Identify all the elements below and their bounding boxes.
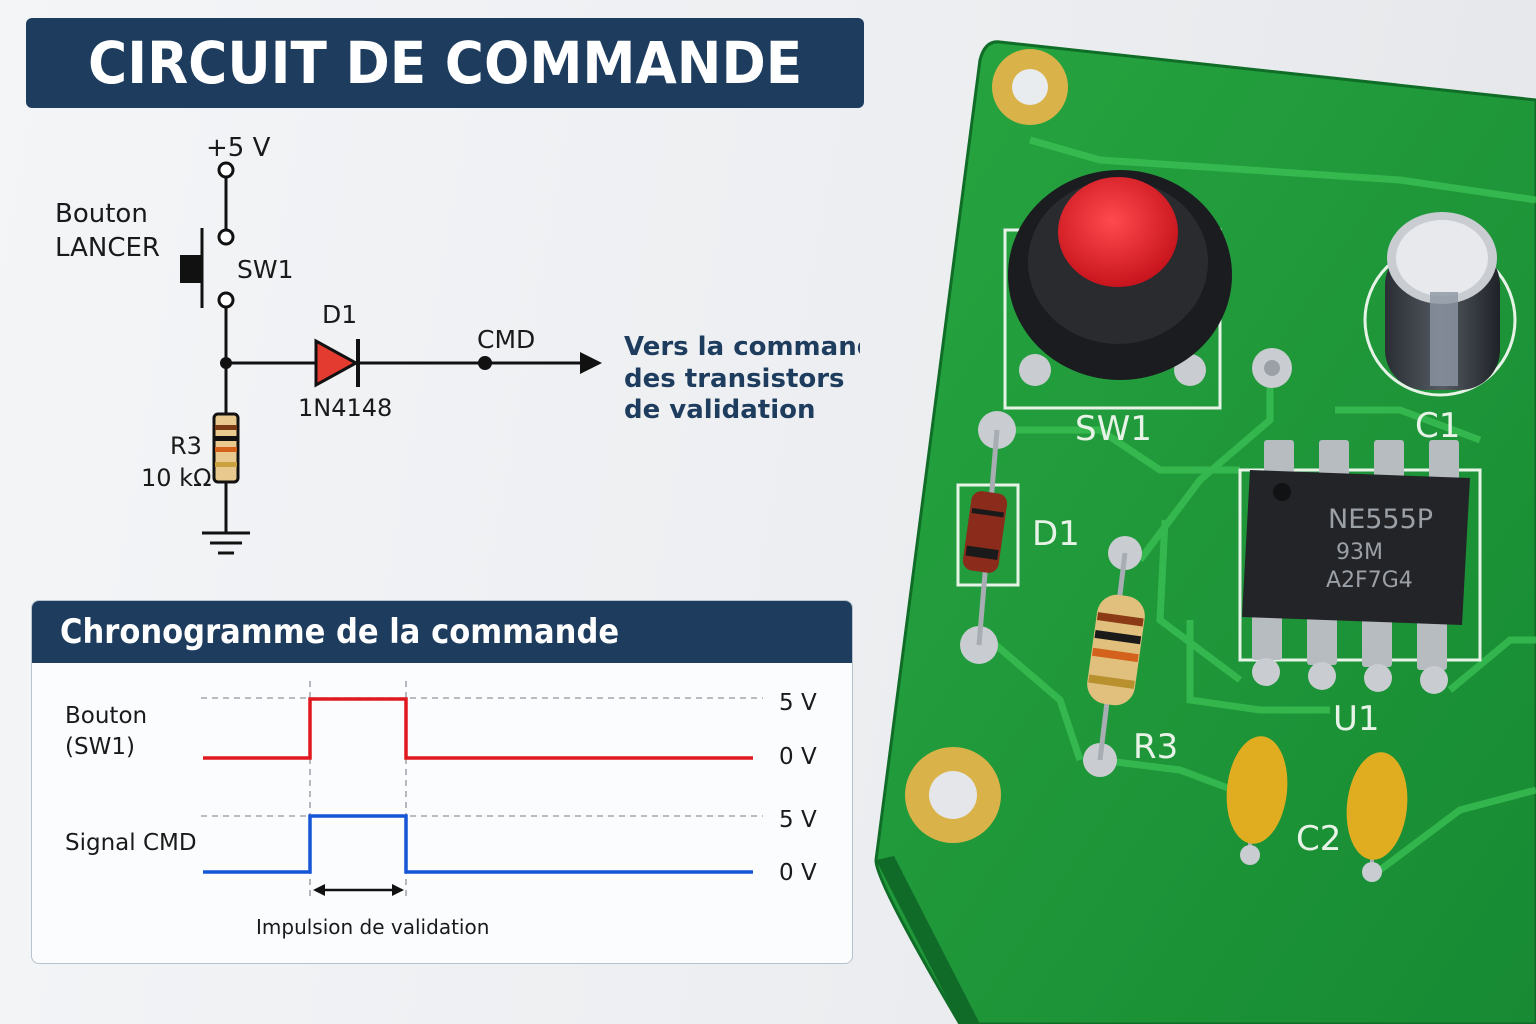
pcb-illustration: NE555P 93M A2F7G4 SW1 C1 D1 R3 U1 C2 — [874, 40, 1536, 1024]
pushbutton-sw1 — [1008, 170, 1232, 380]
pcb-u1-label: U1 — [1333, 699, 1380, 739]
mounting-hole-bottom — [905, 747, 1001, 843]
button-label-line2: LANCER — [55, 233, 160, 263]
switch-actuator-icon — [180, 255, 202, 283]
title-banner: CIRCUIT DE COMMANDE — [26, 18, 864, 108]
pcb-r3-label: R3 — [1133, 727, 1178, 767]
supply-label: +5 V — [206, 133, 271, 163]
signal2-high-label: 5 V — [779, 807, 817, 833]
pulse-label: Impulsion de validation — [256, 915, 489, 939]
chronogram-header: Chronogramme de la commande — [32, 601, 852, 663]
diode-d1 — [962, 491, 1008, 573]
resistor-symbol-icon — [212, 412, 240, 484]
diode-part-label: 1N4148 — [298, 394, 392, 422]
cmd-node-dot — [478, 356, 492, 370]
signal2-label: Signal CMD — [65, 830, 197, 856]
destination-line2: des transistors — [624, 364, 845, 394]
supply-terminal — [217, 161, 235, 179]
signal1-high-label: 5 V — [779, 690, 817, 716]
ic-marking-line2: 93M — [1336, 540, 1383, 565]
resistor-ref-label: R3 — [170, 432, 202, 460]
pcb-d1-label: D1 — [1032, 514, 1080, 554]
diode-symbol-icon — [314, 338, 360, 388]
page-title: CIRCUIT DE COMMANDE — [87, 29, 803, 97]
signal1-label-line2: (SW1) — [65, 734, 135, 760]
schematic-diagram: +5 V Bouton LANCER SW1 D1 1N4148 R3 10 k… — [55, 133, 860, 555]
mounting-hole-top — [992, 49, 1068, 125]
pulse-width-arrow-icon — [313, 884, 404, 896]
junction-dot — [220, 357, 232, 369]
cmd-node-label: CMD — [477, 325, 535, 354]
chronogram-title: Chronogramme de la commande — [60, 612, 620, 652]
capacitor-c2 — [1226, 736, 1408, 882]
ic-marking-line1: NE555P — [1328, 504, 1433, 535]
ic-u1: NE555P 93M A2F7G4 — [1242, 440, 1470, 694]
diode-ref-label: D1 — [322, 300, 357, 329]
signal1-label-line1: Bouton — [65, 703, 147, 729]
switch-ref-label: SW1 — [237, 255, 294, 284]
capacitor-c1 — [1385, 212, 1500, 390]
resistor-r3 — [1087, 594, 1145, 706]
chronogram-diagram: Bouton (SW1) Signal CMD 5 V 0 V 5 V 0 V … — [65, 681, 817, 939]
pcb-c2-label: C2 — [1296, 819, 1341, 859]
destination-line3: de validation — [624, 395, 815, 425]
resistor-value-label: 10 kΩ — [141, 464, 211, 492]
arrow-head-icon — [580, 352, 602, 374]
signal1-low-label: 0 V — [779, 744, 817, 770]
signal2-low-label: 0 V — [779, 860, 817, 886]
ic-marking-line3: A2F7G4 — [1326, 568, 1413, 593]
switch-bottom-contact — [217, 291, 235, 309]
pcb-c1-label: C1 — [1415, 406, 1460, 446]
switch-top-contact — [217, 228, 235, 246]
button-label-line1: Bouton — [55, 199, 148, 229]
chronogram-panel: Chronogramme de la commande Bouton (SW1)… — [31, 600, 853, 964]
signal-cmd-waveform — [203, 814, 753, 874]
signal-sw1-waveform — [203, 697, 753, 760]
pcb-sw1-label: SW1 — [1075, 409, 1152, 449]
destination-line1: Vers la commande — [624, 332, 860, 362]
